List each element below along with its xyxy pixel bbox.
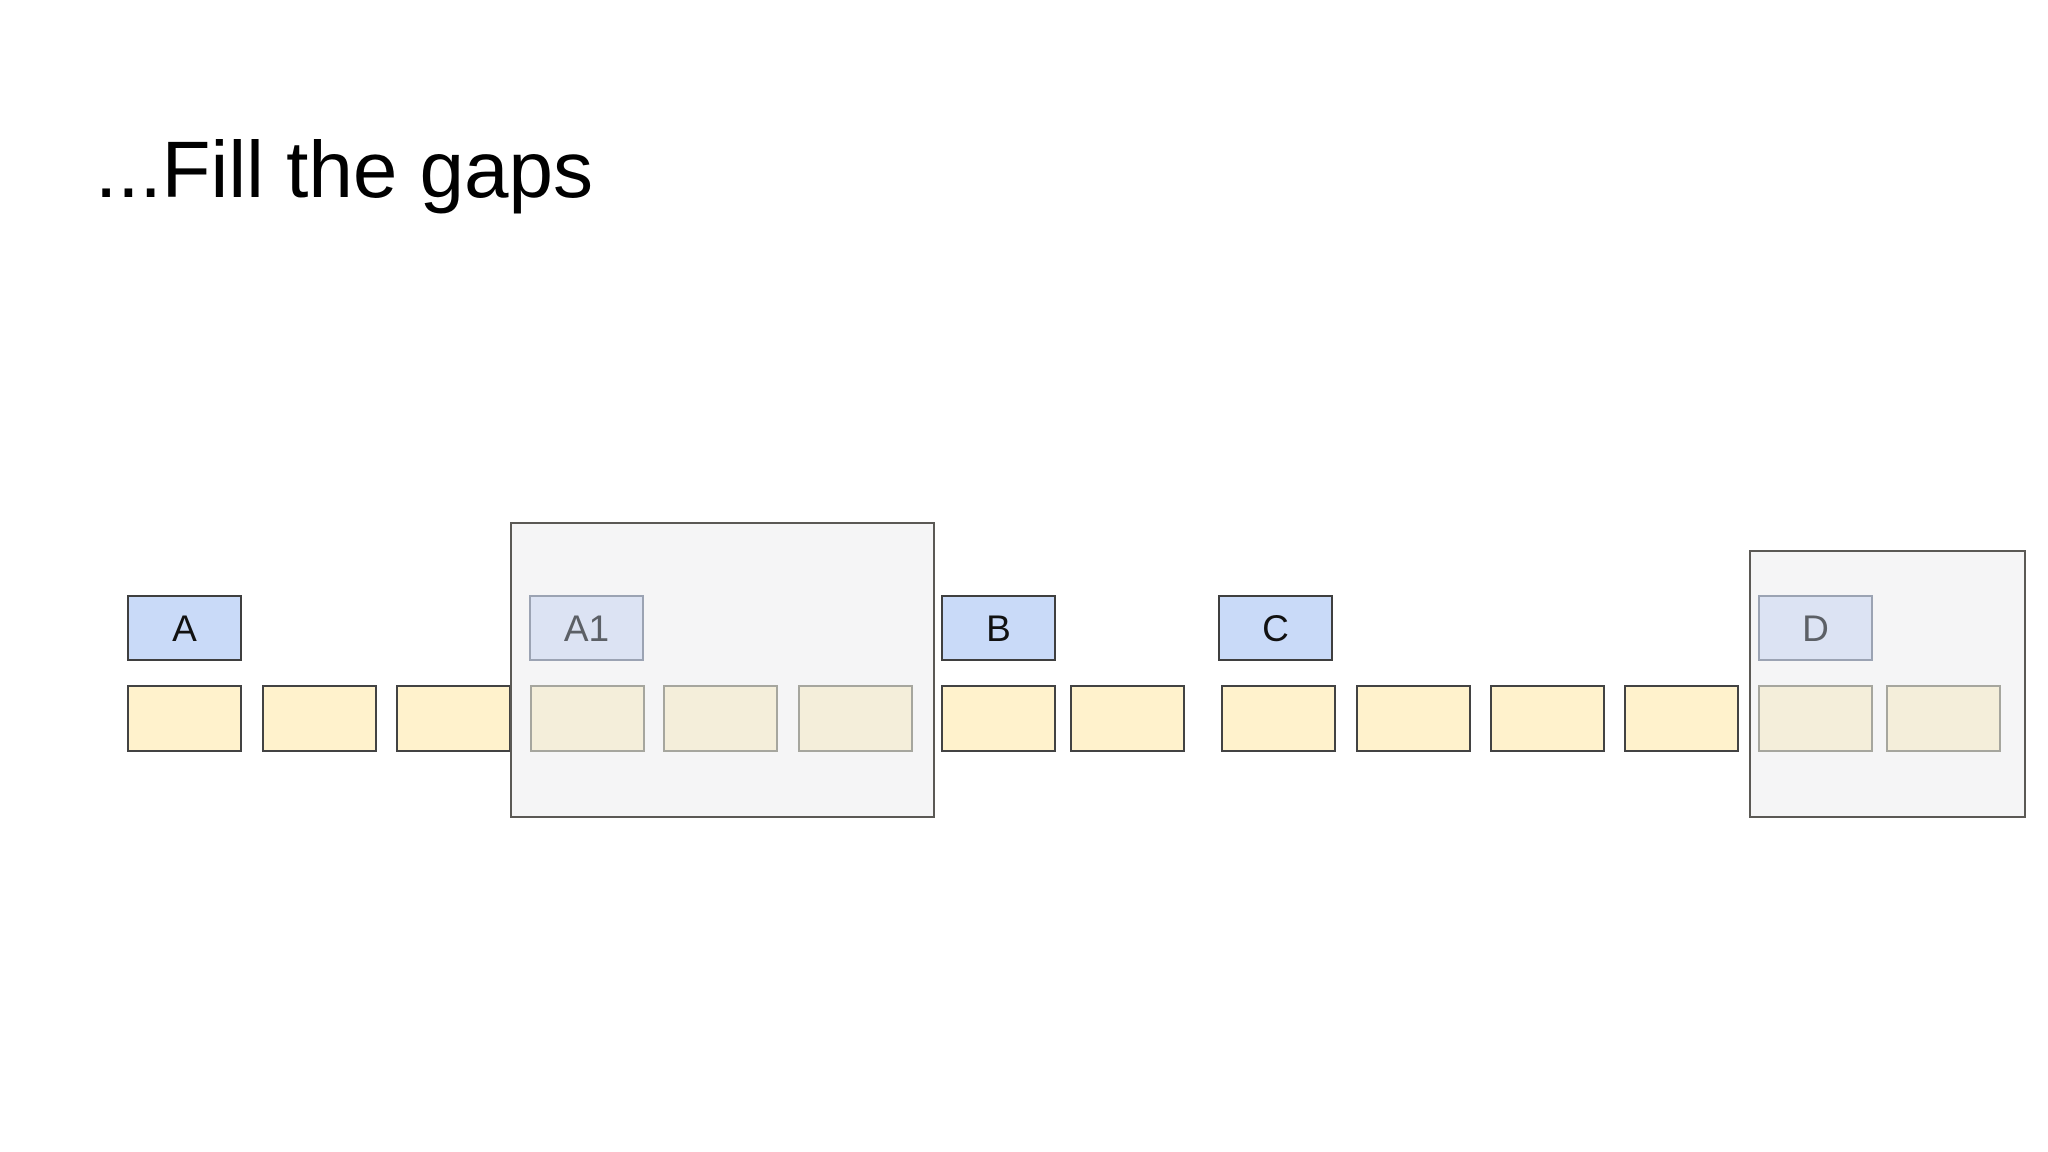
segment-label-c: C bbox=[1218, 595, 1333, 661]
segment-label-a1: A1 bbox=[529, 595, 644, 661]
memory-slot-13 bbox=[1758, 685, 1873, 752]
segment-label-d: D bbox=[1758, 595, 1873, 661]
group-panel-a1-group bbox=[510, 522, 935, 818]
memory-slot-1 bbox=[127, 685, 242, 752]
memory-slot-8 bbox=[1070, 685, 1185, 752]
memory-slot-6 bbox=[798, 685, 913, 752]
segment-label-a: A bbox=[127, 595, 242, 661]
memory-slot-7 bbox=[941, 685, 1056, 752]
memory-slot-9 bbox=[1221, 685, 1336, 752]
slide-title: ...Fill the gaps bbox=[95, 125, 594, 214]
memory-slot-12 bbox=[1624, 685, 1739, 752]
group-panel-d-group bbox=[1749, 550, 2026, 818]
memory-slot-14 bbox=[1886, 685, 2001, 752]
segment-label-b: B bbox=[941, 595, 1056, 661]
memory-slot-4 bbox=[530, 685, 645, 752]
memory-slot-3 bbox=[396, 685, 511, 752]
memory-slot-5 bbox=[663, 685, 778, 752]
memory-slot-11 bbox=[1490, 685, 1605, 752]
memory-slot-10 bbox=[1356, 685, 1471, 752]
memory-slot-2 bbox=[262, 685, 377, 752]
